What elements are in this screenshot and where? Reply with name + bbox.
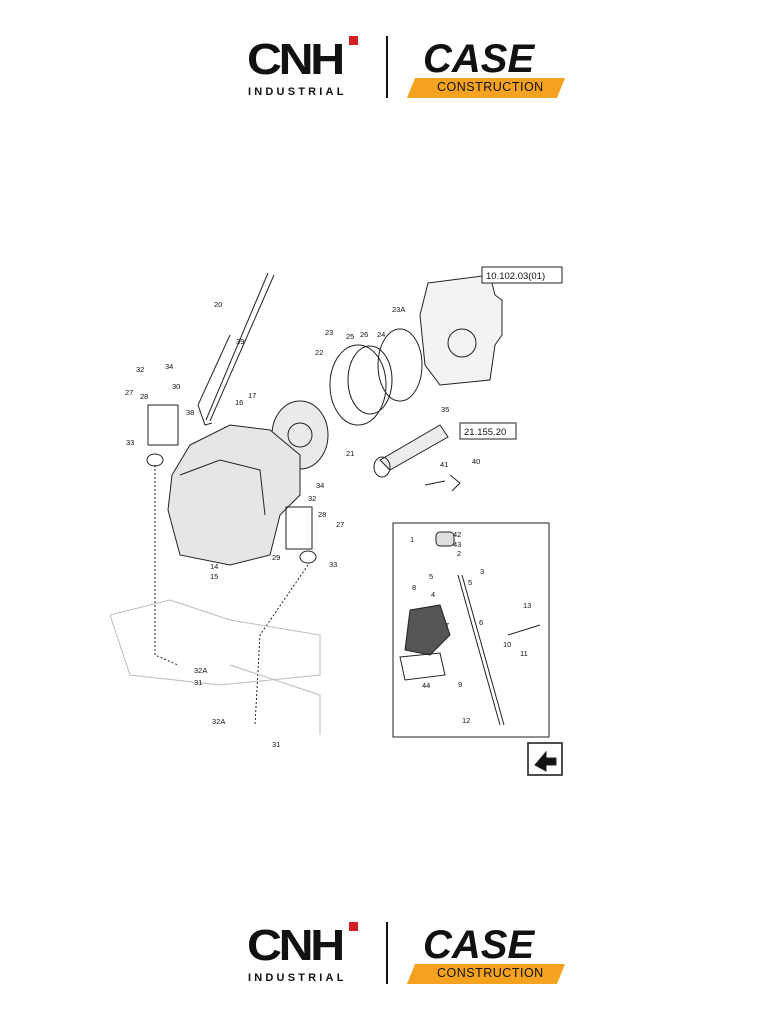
callout-label: 4 xyxy=(431,590,435,599)
shaft-ref-label: 21.155.20 xyxy=(464,427,506,438)
callout-label: 33 xyxy=(126,438,134,447)
callout-label: 33 xyxy=(329,560,337,569)
isolator-33 xyxy=(146,453,164,467)
callout-label: 23A xyxy=(392,305,405,314)
callout-label: 22 xyxy=(315,348,323,357)
boot-7 xyxy=(404,604,451,656)
next-page-arrow-box xyxy=(527,742,563,776)
callout-label: 29 xyxy=(272,553,280,562)
clip-40 xyxy=(449,474,461,492)
dipstick-tube xyxy=(197,334,231,426)
callout-label: 2 xyxy=(457,549,461,558)
callout-label: 9 xyxy=(458,680,462,689)
callout-label: 13 xyxy=(523,601,531,610)
callout-label: 31 xyxy=(194,678,202,687)
case-logo-sub: CONSTRUCTION xyxy=(437,966,544,980)
transmission-body-14 xyxy=(167,424,301,566)
callout-label: 32A xyxy=(194,666,207,675)
isolator-33b xyxy=(299,550,317,564)
callout-label: 34 xyxy=(316,481,324,490)
leader-dotted-1 xyxy=(154,465,179,666)
cnh-logo-word: CNH xyxy=(247,35,345,84)
cnh-logo-word: CNH xyxy=(247,921,345,970)
engine-ref-label: 10.102.03(01) xyxy=(486,271,545,282)
callout-label: 16 xyxy=(235,398,243,407)
callout-label: 11 xyxy=(520,649,528,658)
callout-label: 7 xyxy=(445,621,449,630)
callout-label: 39 xyxy=(236,337,244,346)
chassis-frame xyxy=(110,599,321,686)
header-logos: CNH INDUSTRIAL CASE CONSTRUCTION xyxy=(245,32,575,102)
callout-label: 32 xyxy=(308,494,316,503)
logo-divider xyxy=(386,36,388,98)
callout-label: 15 xyxy=(210,572,218,581)
knob-1 xyxy=(435,531,455,547)
cnh-red-square xyxy=(349,36,358,45)
cnh-industrial-logo: CNH INDUSTRIAL xyxy=(245,32,365,102)
case-construction-logo: CASE CONSTRUCTION xyxy=(406,37,571,98)
callout-label: 31 xyxy=(272,740,280,749)
boot-plate-44 xyxy=(399,652,446,681)
cnh-industrial-logo-footer: CNH INDUSTRIAL xyxy=(245,918,365,988)
footer-logos: CNH INDUSTRIAL CASE CONSTRUCTION xyxy=(245,918,575,988)
case-logo-sub: CONSTRUCTION xyxy=(437,80,544,94)
callout-label: 30 xyxy=(172,382,180,391)
callout-label: 41 xyxy=(440,460,448,469)
cnh-logo-sub: INDUSTRIAL xyxy=(248,86,347,98)
callout-label: 23 xyxy=(325,328,333,337)
cnh-red-square xyxy=(349,922,358,931)
callout-label: 6 xyxy=(479,618,483,627)
callout-label: 42 xyxy=(453,530,461,539)
callout-label: 20 xyxy=(214,300,222,309)
exploded-parts-diagram: 10.102.03(01) 21.155.20 20 39 32 34 30 2… xyxy=(110,255,580,780)
callout-label: 32 xyxy=(136,365,144,374)
next-page-arrow-icon xyxy=(534,750,557,772)
callout-label: 43 xyxy=(453,540,461,549)
gasket-24 xyxy=(377,328,423,402)
case-logo-word: CASE xyxy=(423,37,535,81)
case-construction-logo-footer: CASE CONSTRUCTION xyxy=(406,923,571,984)
shift-lever-6 xyxy=(457,574,501,726)
callout-label: 32A xyxy=(212,717,225,726)
logo-divider xyxy=(386,922,388,984)
callout-label: 27 xyxy=(336,520,344,529)
leader-dotted-2 xyxy=(254,564,309,726)
dipstick-rod xyxy=(205,272,269,421)
callout-label: 40 xyxy=(472,457,480,466)
callout-label: 38 xyxy=(186,408,194,417)
mount-bracket-29 xyxy=(285,506,313,550)
mount-bracket-30 xyxy=(147,404,179,446)
shaft-ref-box xyxy=(459,422,517,440)
case-logo-word: CASE xyxy=(423,923,535,967)
diagram-svg: 10.102.03(01) 21.155.20 20 39 32 34 30 2… xyxy=(110,266,563,776)
cable-13 xyxy=(507,624,541,636)
drive-shaft-35 xyxy=(379,424,449,471)
cnh-logo-sub: INDUSTRIAL xyxy=(248,972,347,984)
callout-label: 44 xyxy=(422,681,430,690)
callout-label: 12 xyxy=(462,716,470,725)
callout-label: 21 xyxy=(346,449,354,458)
callout-label: 5 xyxy=(468,578,472,587)
callout-label: 14 xyxy=(210,562,218,571)
adapter-plate-22 xyxy=(329,344,387,426)
callout-label: 27 xyxy=(125,388,133,397)
callout-label: 24 xyxy=(377,330,385,339)
callout-label: 26 xyxy=(360,330,368,339)
callout-label: 5 xyxy=(429,572,433,581)
bolt-41 xyxy=(424,480,446,486)
callout-label: 28 xyxy=(140,392,148,401)
callout-label: 28 xyxy=(318,510,326,519)
callout-label: 3 xyxy=(480,567,484,576)
callout-label: 35 xyxy=(441,405,449,414)
callout-label: 34 xyxy=(165,362,173,371)
shift-lever-inset-box xyxy=(392,522,550,738)
callout-label: 8 xyxy=(412,583,416,592)
engine-ref-box xyxy=(481,266,563,284)
callout-label: 10 xyxy=(503,640,511,649)
callout-label: 1 xyxy=(410,535,414,544)
engine-block-shape xyxy=(419,274,503,386)
engine-flywheel-circle xyxy=(447,328,477,358)
callout-label: 17 xyxy=(248,391,256,400)
callout-label: 25 xyxy=(346,332,354,341)
